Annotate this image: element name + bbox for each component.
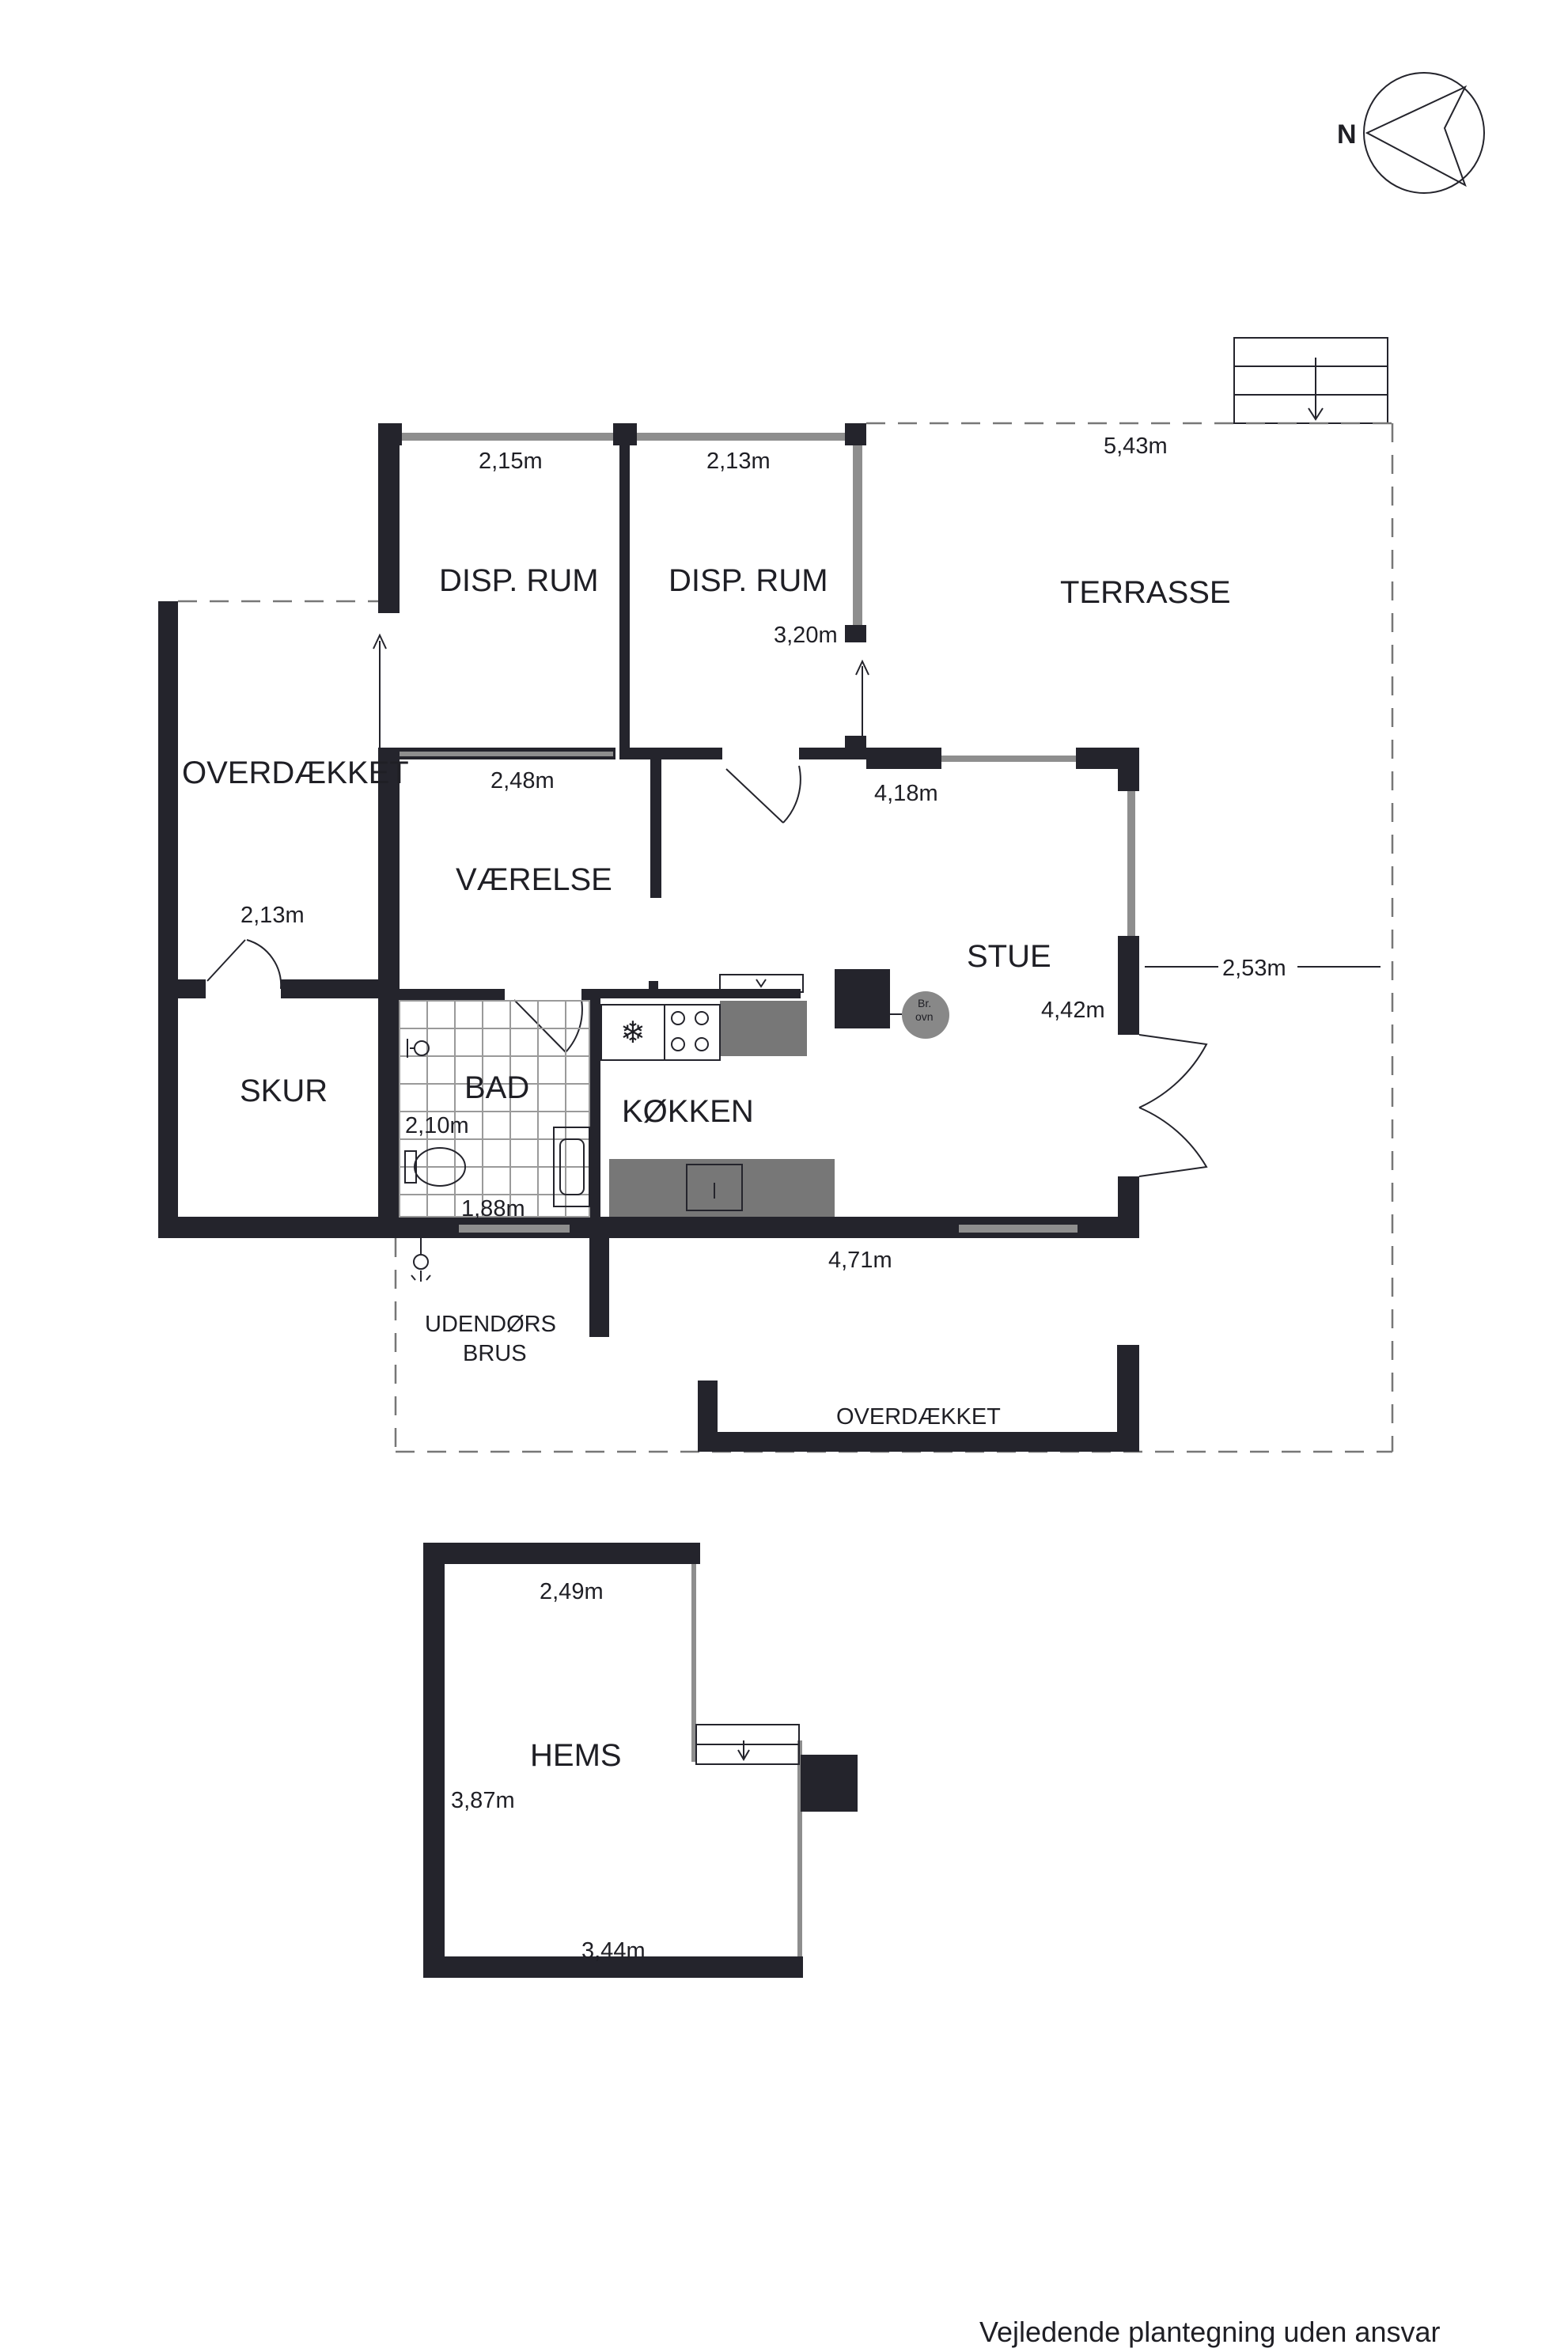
toilet-icon <box>404 1147 466 1187</box>
room-label-disp-rum-2: DISP. RUM <box>668 563 828 598</box>
compass-icon: N <box>1337 72 1485 194</box>
kitchen-sink-icon <box>686 1164 743 1211</box>
stove-icon <box>671 1011 709 1051</box>
freezer-icon: ❄ <box>620 1017 646 1050</box>
windows <box>400 433 1135 1233</box>
dim-terrasse-width: 5,43m <box>1104 434 1168 459</box>
shower-icon <box>407 1039 430 1058</box>
room-label-stue: STUE <box>967 939 1051 974</box>
sink-icon <box>553 1127 590 1207</box>
dim-disp2-width: 2,13m <box>706 449 771 474</box>
dim-hems-depth: 3,87m <box>451 1788 515 1813</box>
compass-north-label: N <box>1337 119 1357 150</box>
oven-label-2: ovn <box>915 1010 934 1023</box>
room-label-disp-rum-1: DISP. RUM <box>439 563 599 598</box>
dim-overdaekket-width: 2,13m <box>241 903 305 928</box>
hems-plan <box>423 1543 858 1978</box>
dim-disp2-depth: 3,20m <box>774 623 838 648</box>
room-label-overdaekket-bottom: OVERDÆKKET <box>836 1404 1001 1430</box>
dim-bad-width: 1,88m <box>461 1196 525 1221</box>
dim-terrasse-depth: 2,53m <box>1222 956 1286 981</box>
dim-stue-width: 4,18m <box>874 781 938 806</box>
room-label-bad: BAD <box>464 1070 529 1105</box>
oven-label-1: Br. <box>918 997 931 1009</box>
dim-vaerelse-width: 2,48m <box>490 768 555 793</box>
room-label-skur: SKUR <box>240 1074 328 1108</box>
kitchen-fixtures: ❄ Br. ovn <box>600 969 949 1217</box>
dim-koekken-width: 4,71m <box>828 1248 892 1273</box>
doors <box>206 633 1208 1177</box>
room-label-terrasse: TERRASSE <box>1060 575 1231 610</box>
stair-icon <box>1233 337 1388 424</box>
dim-bad-depth: 2,10m <box>405 1113 469 1138</box>
dim-hems-bottom: 3,44m <box>581 1938 646 1964</box>
bathroom-fixtures <box>404 1039 590 1207</box>
label-udendoers: UDENDØRS <box>425 1312 556 1337</box>
bathroom-tiles <box>399 1000 590 1218</box>
room-label-vaerelse: VÆRELSE <box>456 862 612 897</box>
dim-disp1-width: 2,15m <box>479 449 543 474</box>
room-label-koekken: KØKKEN <box>622 1094 754 1129</box>
room-label-overdaekket-left: OVERDÆKKET <box>182 756 409 790</box>
label-brus: BRUS <box>463 1341 527 1366</box>
disclaimer-text: Vejledende plantegning uden ansvar <box>979 2316 1441 2348</box>
stove-oven-icon: Br. ovn <box>835 969 949 1039</box>
room-label-hems: HEMS <box>530 1738 622 1773</box>
outdoor-shower-icon <box>411 1238 431 1282</box>
outdoor-dashed-outlines <box>178 422 1394 1453</box>
walls <box>158 423 1139 1452</box>
dim-stue-depth: 4,42m <box>1041 998 1105 1023</box>
dim-hems-top: 2,49m <box>540 1579 604 1604</box>
